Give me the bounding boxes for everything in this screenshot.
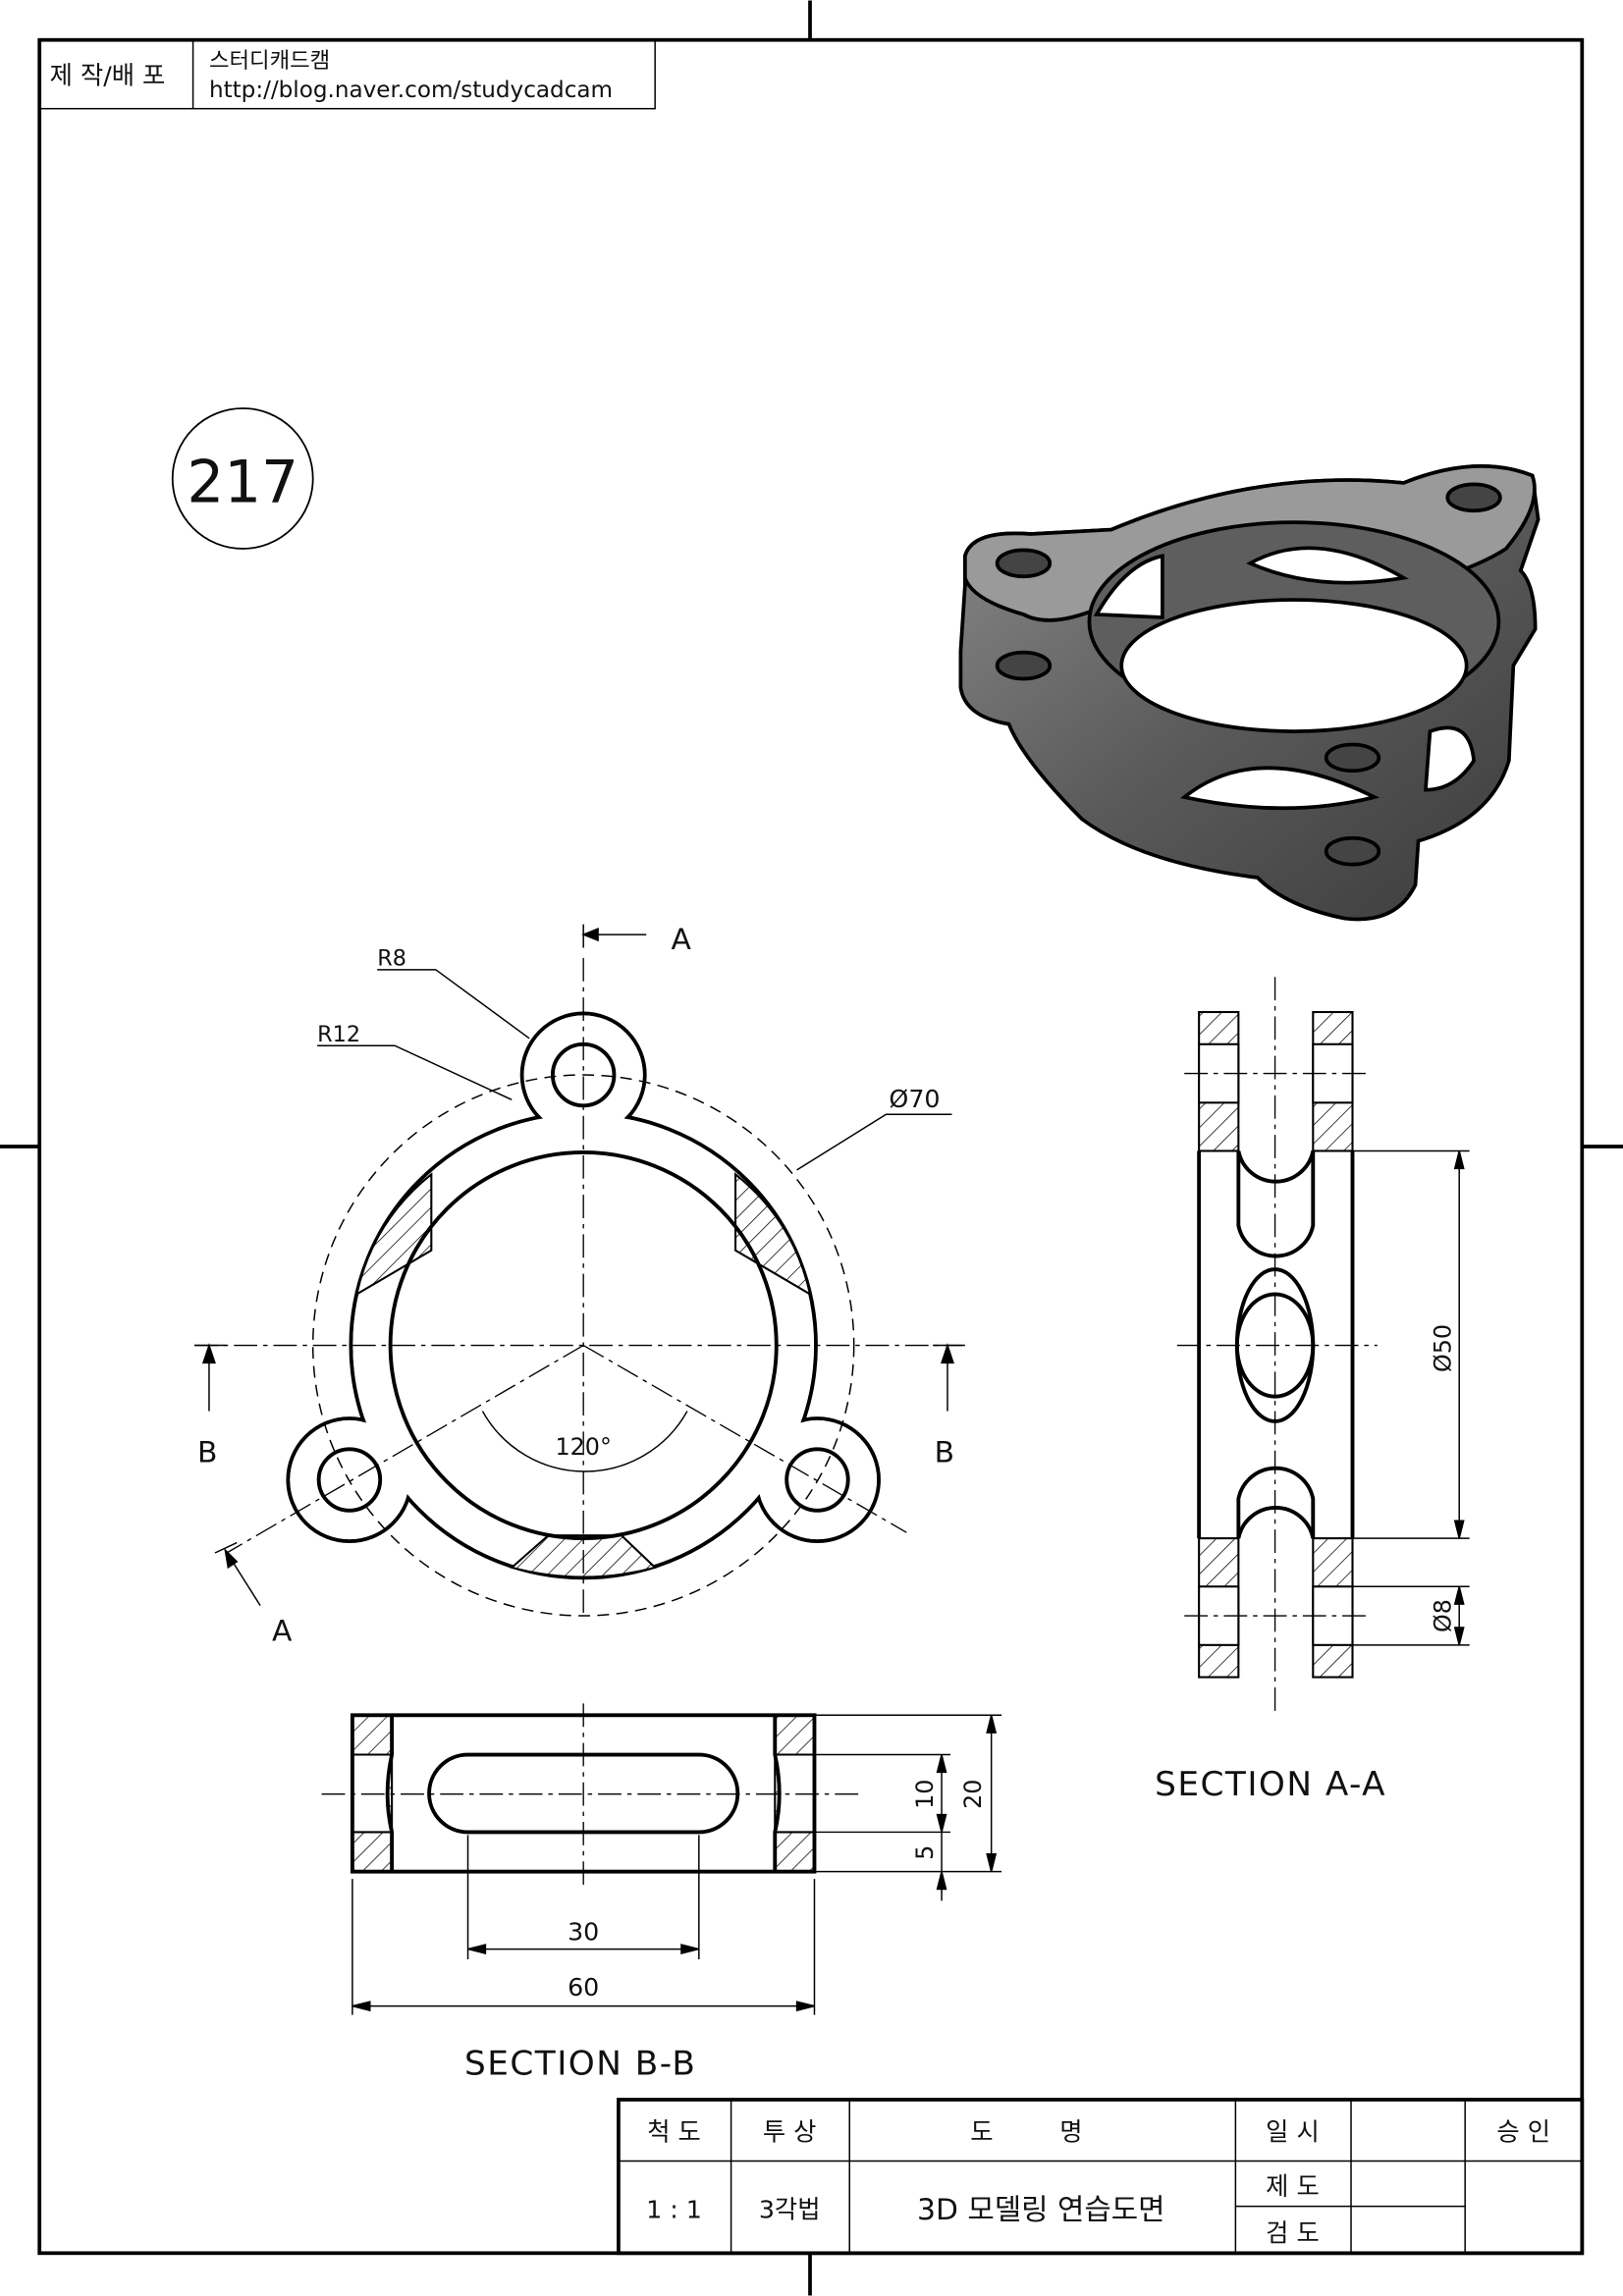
drawn-label: 제 도 — [1266, 2172, 1320, 2201]
drawing-name-label: 도 명 — [970, 2118, 1111, 2147]
cut-label-b-left: B — [197, 1436, 217, 1470]
dim-5-label: 5 — [911, 1845, 939, 1860]
section-a-a-view: Ø50 Ø8 SECTION A-A — [1155, 977, 1470, 1804]
diameter-50-label: Ø50 — [1429, 1324, 1456, 1372]
radius-r12-label: R12 — [317, 1022, 360, 1047]
isometric-3d-view — [958, 464, 1541, 922]
diameter-70-label: Ø70 — [889, 1085, 940, 1113]
dim-60-label: 60 — [568, 1973, 599, 2002]
top-view: A A B B R8 R12 Ø70 120° — [194, 923, 965, 1648]
date-label: 일 시 — [1266, 2118, 1320, 2147]
radius-r8-label: R8 — [377, 945, 406, 971]
section-b-b-title: SECTION B-B — [464, 2045, 696, 2084]
dim-20-label: 20 — [959, 1780, 987, 1809]
author-label: 제 작/배 포 — [50, 61, 166, 89]
author-url[interactable]: http://blog.naver.com/studycadcam — [209, 78, 613, 103]
approve-label: 승 인 — [1496, 2118, 1550, 2147]
scale-label: 척 도 — [647, 2118, 701, 2147]
scale-value: 1 : 1 — [646, 2196, 702, 2224]
diameter-8-label: Ø8 — [1429, 1599, 1456, 1632]
cut-label-a-top: A — [672, 923, 692, 957]
section-b-b-view: 10 20 5 30 60 SECTION B-B — [321, 1703, 1002, 2084]
projection-value: 3각법 — [759, 2196, 821, 2224]
cut-label-a-bottom: A — [272, 1614, 293, 1648]
checked-label: 검 도 — [1266, 2218, 1320, 2247]
author-box: 제 작/배 포 스터디캐드캠 http://blog.naver.com/stu… — [38, 38, 656, 110]
drawing-name-value: 3D 모델링 연습도면 — [917, 2193, 1164, 2227]
author-name: 스터디캐드캠 — [209, 48, 330, 74]
title-block: 척 도 투 상 도 명 일 시 승 인 1 : 1 3각법 3D 모델링 연습도… — [617, 2098, 1585, 2256]
drawing-number-badge: 217 — [171, 407, 314, 550]
cut-label-b-right: B — [935, 1436, 954, 1470]
dim-30-label: 30 — [568, 1918, 599, 1947]
projection-label: 투 상 — [763, 2118, 817, 2147]
dim-10-label: 10 — [911, 1780, 939, 1809]
section-a-a-title: SECTION A-A — [1155, 1765, 1386, 1804]
drawing-number: 217 — [187, 449, 298, 516]
angle-120-label: 120° — [556, 1433, 612, 1461]
